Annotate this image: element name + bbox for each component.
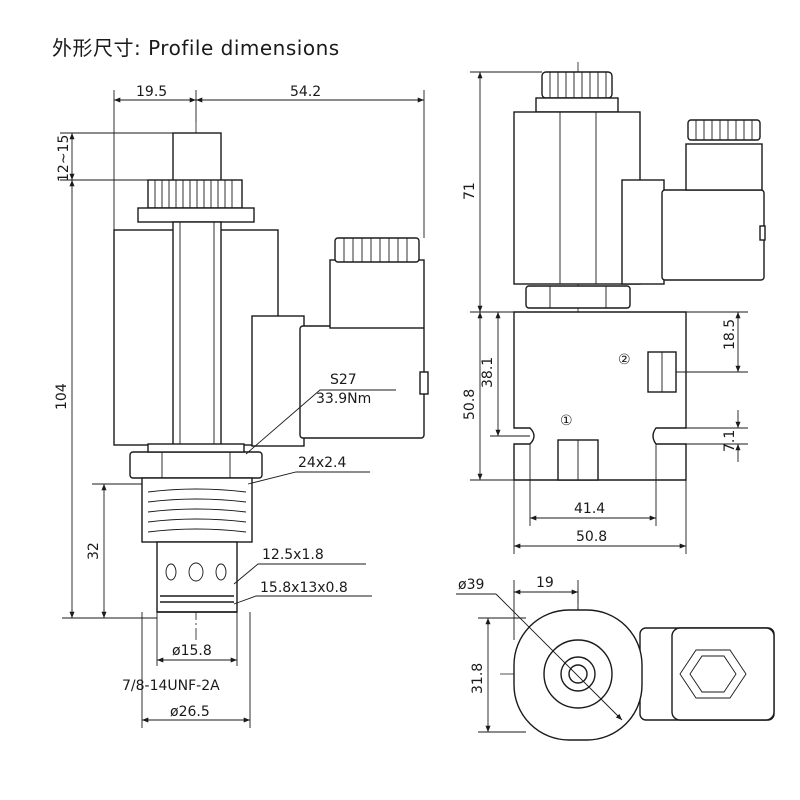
side-dim-block-height: 50.8 [462,389,478,420]
manifold-block [513,311,687,481]
top-dim-offset: 19 [536,575,554,591]
side-dim-hole-span: 41.4 [574,501,605,517]
cartridge-body [156,541,238,613]
dim-stroke: 12~15 [56,135,72,182]
top-dim-height: 31.8 [470,663,486,694]
manual-pin [172,132,222,184]
page-title: 外形尺寸: Profile dimensions [52,36,340,60]
oring-2: 15.8x13x0.8 [260,580,348,596]
side-dim-port-height: 38.1 [480,357,496,388]
hex-nut [129,451,263,479]
side-view: ② ① 71 50.8 38.1 18.5 7.1 41.4 [462,62,766,554]
side-coil [513,111,641,285]
dim-cartridge: 32 [86,542,102,560]
side-dim-height: 71 [462,182,478,200]
diameter-large: ø26.5 [170,704,210,720]
top-view: ø39 19 31.8 [456,575,775,741]
cartridge-thread [141,477,253,543]
port-1-label: ① [560,413,573,429]
port-2-label: ② [618,352,631,368]
thread-spec: 7/8-14UNF-2A [122,678,220,694]
diameter-small: ø15.8 [172,643,212,659]
connector-base [251,315,305,447]
front-view: 19.5 54.2 12~15 104 32 S27 33.9Nm 24x2.4… [54,84,429,728]
nut-size: S27 [330,372,357,388]
top-dim-coil-diameter: ø39 [458,577,484,593]
side-dim-block-width: 50.8 [576,529,607,545]
connector-plug [299,325,425,439]
oring-1: 12.5x1.8 [262,547,324,563]
knurled-knob [147,179,243,209]
top-coil [513,609,643,741]
dim-width-left: 19.5 [136,84,167,100]
dim-width-right: 54.2 [290,84,321,100]
side-dim-port2-offset: 18.5 [722,319,738,350]
thread-relief: 24x2.4 [298,455,346,471]
dim-total-height: 104 [54,383,70,410]
side-dim-slot: 7.1 [722,430,738,452]
nut-torque: 33.9Nm [316,391,371,407]
